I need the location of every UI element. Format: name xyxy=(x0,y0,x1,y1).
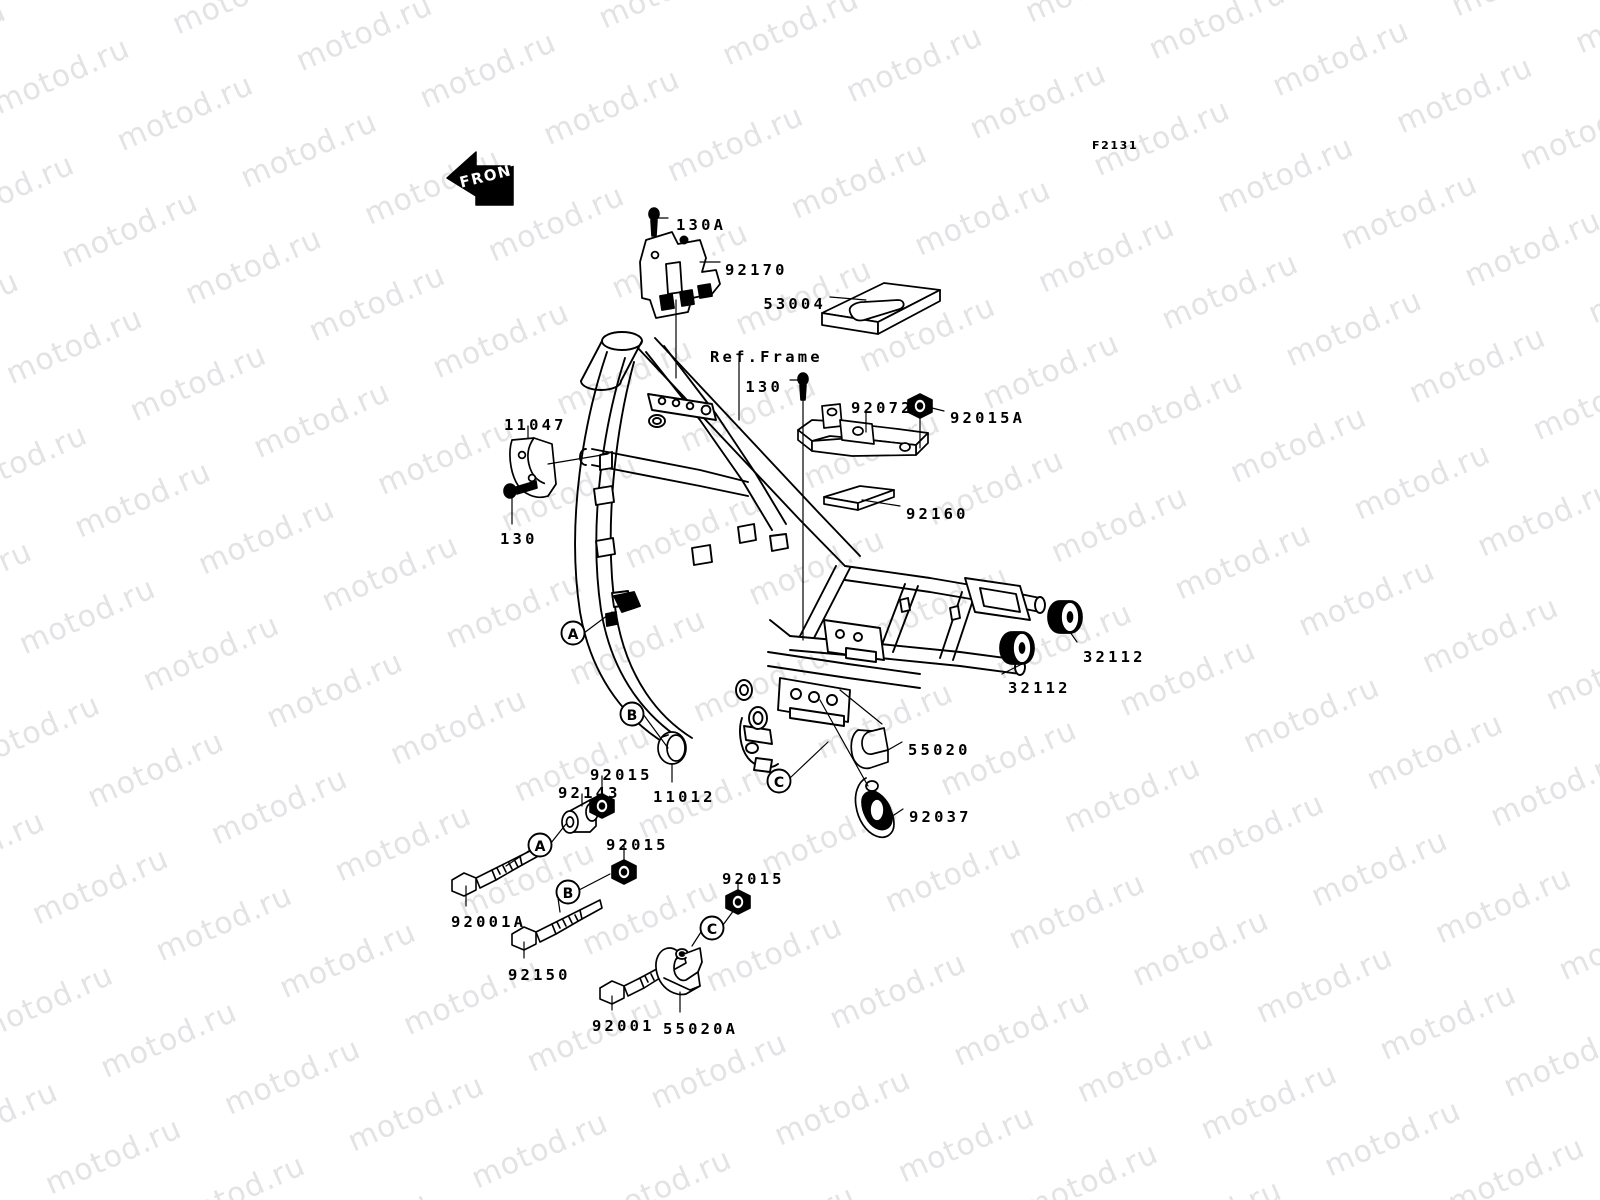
front-arrow-icon xyxy=(446,151,514,206)
callout-label-55020A: 55020A xyxy=(663,1020,739,1038)
callout-label-55020: 55020 xyxy=(908,741,971,759)
svg-text:C: C xyxy=(774,775,784,791)
part-92015-c xyxy=(725,889,751,915)
svg-text:A: A xyxy=(535,839,546,855)
leader-lines xyxy=(465,217,1078,1013)
callout-label-92001: 92001 xyxy=(592,1017,655,1035)
part-92150 xyxy=(511,899,603,951)
reference-marker-circles xyxy=(527,620,792,941)
part-92001A xyxy=(451,845,543,897)
callout-label-53004: 53004 xyxy=(763,295,826,313)
frame-assembly xyxy=(574,331,1046,773)
callout-label-92015A: 92015A xyxy=(950,409,1026,427)
callout-label-32112a: 32112 xyxy=(1083,648,1146,666)
callout-label-refframe: Ref.Frame xyxy=(710,348,823,366)
callout-label-92170: 92170 xyxy=(725,261,788,279)
callout-label-92072: 92072 xyxy=(851,399,914,417)
part-55020A xyxy=(655,947,703,996)
callout-label-11047: 11047 xyxy=(504,416,567,434)
part-92037 xyxy=(854,777,895,839)
part-32112-lower xyxy=(999,631,1035,665)
part-11012 xyxy=(657,731,687,765)
part-92072 xyxy=(797,403,929,457)
diagram-code: F2131 xyxy=(1092,139,1139,152)
callout-label-92143: 92143 xyxy=(558,784,621,802)
part-130-upper xyxy=(797,372,809,401)
part-11047 xyxy=(509,437,557,499)
callout-label-130c: 130 xyxy=(500,530,538,548)
callout-label-92015a: 92015 xyxy=(590,766,653,784)
svg-text:B: B xyxy=(627,708,638,724)
callout-label-92160: 92160 xyxy=(906,505,969,523)
callout-label-11012: 11012 xyxy=(653,788,716,806)
callout-label-92015b: 92015 xyxy=(606,836,669,854)
callout-label-92037: 92037 xyxy=(909,808,972,826)
part-130-left xyxy=(503,480,538,499)
callout-label-130b: 130 xyxy=(745,378,783,396)
svg-text:B: B xyxy=(563,886,574,902)
reference-marker-letters: A B C A B C xyxy=(535,627,785,938)
part-32112-upper xyxy=(1047,600,1083,634)
callout-label-92001A: 92001A xyxy=(451,913,527,931)
part-130A xyxy=(648,207,660,237)
svg-text:C: C xyxy=(707,922,717,938)
part-55020 xyxy=(850,727,889,770)
part-92160 xyxy=(823,485,895,511)
callout-label-32112b: 32112 xyxy=(1008,679,1071,697)
part-92170 xyxy=(639,231,721,319)
callout-label-92150: 92150 xyxy=(508,966,571,984)
svg-text:A: A xyxy=(568,627,579,643)
callout-label-130A: 130A xyxy=(676,216,727,234)
callout-label-92015c: 92015 xyxy=(722,870,785,888)
part-92015A xyxy=(907,393,933,419)
part-92015-b xyxy=(611,859,637,885)
part-53004 xyxy=(821,282,941,335)
